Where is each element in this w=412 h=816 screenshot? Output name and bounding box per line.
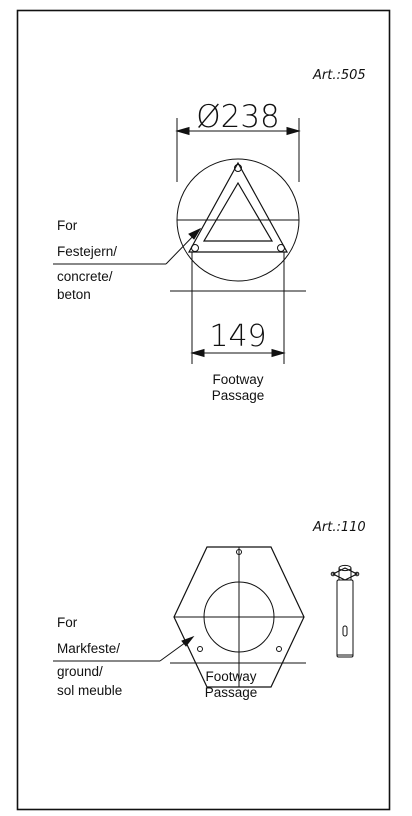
mount-label-line-2: Festejern/ <box>57 244 117 259</box>
article-number-110: Art.:110 <box>312 520 366 535</box>
footway-label-top: Footway <box>212 372 263 387</box>
mount-label-line-4: sol meuble <box>57 683 122 698</box>
mount-label-line-1: For <box>57 218 78 233</box>
width-dimension <box>170 252 306 364</box>
diameter-dimension <box>175 118 301 182</box>
footway-label-bottom: Footway <box>205 669 256 684</box>
mount-leader-bottom <box>53 635 195 662</box>
hexagon-base-plate <box>173 546 305 688</box>
diameter-value: Ø238 <box>196 99 280 135</box>
ground-socket-side-view <box>330 564 360 658</box>
mount-label-line-3: ground/ <box>57 664 103 679</box>
mount-label-line-2: Markfeste/ <box>57 641 120 656</box>
mount-label-line-4: beton <box>57 287 91 302</box>
width-value: 149 <box>209 319 266 354</box>
drawing-art-505: Art.:505 Ø238 For <box>53 68 366 403</box>
passage-label-bottom: Passage <box>205 685 258 700</box>
article-number-505: Art.:505 <box>312 68 366 83</box>
sheet-frame <box>16 9 391 811</box>
mount-label-line-3: concrete/ <box>57 269 113 284</box>
mount-label-line-1: For <box>57 615 78 630</box>
passage-label-top: Passage <box>212 388 265 403</box>
mount-leader-top <box>53 227 202 265</box>
drawing-art-110: Art.:110 For Markfeste/ ground/ sol meub… <box>53 520 366 700</box>
round-base-plate <box>176 158 300 282</box>
